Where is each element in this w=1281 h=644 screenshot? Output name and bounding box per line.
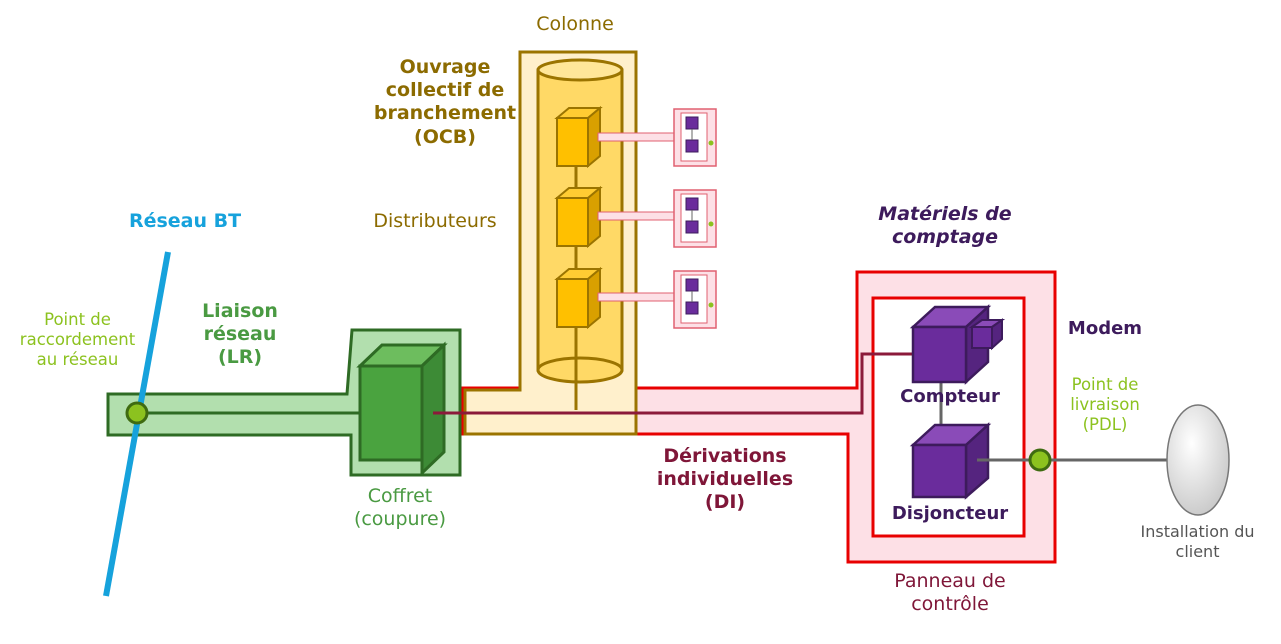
modem-cube bbox=[968, 318, 1006, 351]
point-raccordement-marker bbox=[125, 401, 149, 425]
distributeur-1 bbox=[554, 105, 603, 169]
liaison-reseau-label: Liaison réseau (LR) bbox=[202, 300, 278, 369]
client-installation-icon bbox=[1166, 404, 1230, 516]
coffret-label: Coffret (coupure) bbox=[353, 485, 447, 531]
distributeur-3 bbox=[554, 266, 603, 330]
derivations-label: Dérivations individuelles (DI) bbox=[656, 445, 794, 514]
materiels-comptage-label: Matériels de comptage bbox=[878, 203, 1012, 249]
compteur-cube bbox=[909, 304, 1006, 385]
point-raccordement-label: Point de raccordement au réseau bbox=[19, 310, 136, 370]
mini-panel-1 bbox=[597, 108, 717, 167]
installation-client-label: Installation du client bbox=[1140, 522, 1255, 561]
coffret-cube bbox=[356, 341, 448, 477]
reseau-bt-label: Réseau BT bbox=[128, 210, 242, 232]
colonne-label: Colonne bbox=[536, 13, 614, 35]
mini-panel-2 bbox=[597, 189, 717, 248]
disjoncteur-label: Disjoncteur bbox=[891, 503, 1009, 524]
compteur-label: Compteur bbox=[900, 386, 1000, 407]
mini-panel-3 bbox=[597, 270, 717, 329]
disjoncteur-cube bbox=[909, 422, 992, 500]
di-wire bbox=[433, 352, 915, 415]
modem-label: Modem bbox=[1067, 318, 1143, 339]
distributeur-2 bbox=[554, 185, 603, 249]
distributeurs-label: Distributeurs bbox=[373, 210, 497, 232]
ocb-label: Ouvrage collectif de branchement (OCB) bbox=[373, 56, 517, 148]
point-livraison-label: Point de livraison (PDL) bbox=[1070, 375, 1140, 435]
pdl-marker bbox=[1028, 448, 1052, 472]
panneau-controle-label: Panneau de contrôle bbox=[894, 570, 1006, 616]
